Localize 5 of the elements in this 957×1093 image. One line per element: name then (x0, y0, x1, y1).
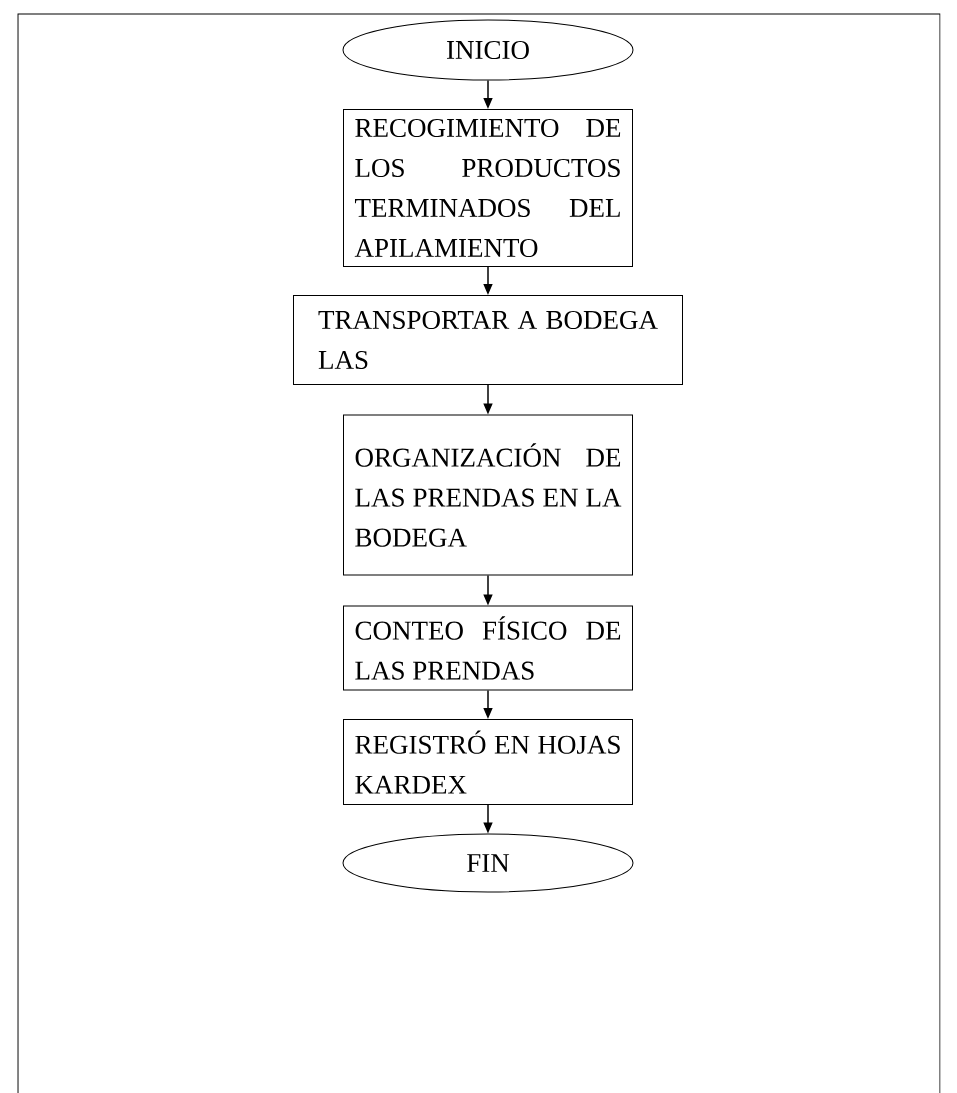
process-box: REGISTRÓ EN HOJAS KARDEX (343, 719, 633, 805)
process-box: RECOGIMIENTO DE LOS PRODUCTOS TERMINADOS DEL APILAMIENTO (343, 109, 633, 267)
process-box: CONTEO FÍSICO DE LAS PRENDAS (343, 605, 633, 691)
process-box: TRANSPORTAR A BODEGA LAS (293, 295, 683, 385)
process-box: ORGANIZACIÓN DE LAS PRENDAS EN LA BODEGA (343, 414, 633, 576)
